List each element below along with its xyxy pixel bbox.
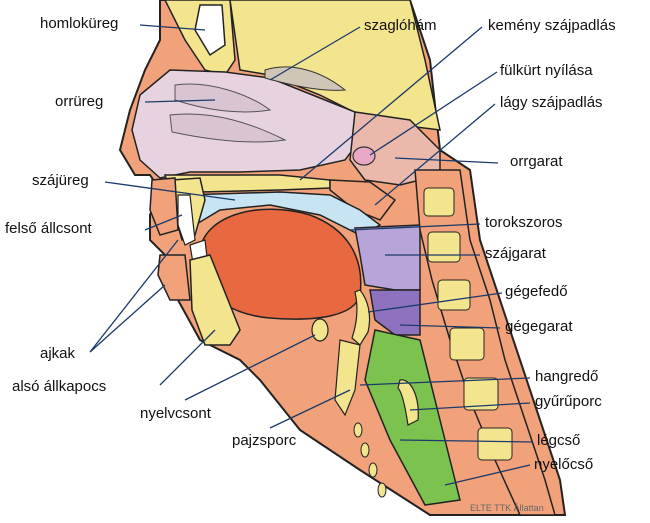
leader-line [139, 24, 206, 31]
label-nyelocso: nyelőcső [534, 456, 594, 473]
leader-line [399, 439, 534, 443]
vertebra [449, 327, 485, 361]
leader-line [299, 26, 483, 181]
leader-line [104, 181, 236, 201]
label-pajzsporc: pajzsporc [232, 432, 297, 449]
cricoid-cartilage [397, 379, 419, 426]
laryngopharynx [369, 289, 421, 336]
tracheal-ring [360, 442, 370, 458]
label-nyelvcsont: nyelvcsont [140, 405, 211, 422]
leader-line [394, 157, 499, 164]
epiglottis [351, 289, 371, 346]
leader-line [359, 377, 531, 386]
leader-line [144, 214, 183, 231]
leader-line [159, 329, 216, 386]
label-gegegarat: gégegarat [505, 318, 573, 335]
mandible [189, 254, 241, 346]
nasal-turbinate [169, 113, 287, 143]
label-szajureg: szájüreg [32, 172, 89, 189]
label-also-allkapocs: alsó állkapocs [12, 378, 107, 395]
label-fulkurt-nyilasa: fülkürt nyílása [500, 62, 593, 79]
nasal-turbinate [174, 83, 272, 113]
leader-line [89, 239, 179, 353]
thyroid-cartilage [334, 339, 361, 417]
lower-lip [157, 254, 191, 301]
label-gyuruporc: gyűrűporc [535, 393, 602, 410]
leader-line [269, 389, 351, 429]
leader-line [399, 324, 501, 329]
tracheal-ring [353, 422, 363, 438]
frontal-sinus [194, 4, 226, 57]
label-felso-allcsont: felső állcsont [5, 220, 92, 237]
label-legcso: légcső [537, 432, 581, 449]
label-szaglohram: szaglóhám [364, 17, 437, 34]
soft-palate [329, 179, 397, 221]
hyoid-bone [311, 318, 329, 342]
vertebra [463, 377, 499, 411]
vertebra [437, 279, 471, 311]
leader-line [409, 402, 531, 411]
leader-line [369, 71, 498, 156]
credit-text: ELTE TTK Állattan [470, 503, 544, 513]
label-hangredo: hangredő [535, 368, 599, 385]
oropharynx [354, 224, 421, 291]
tracheal-ring [368, 462, 378, 478]
vertebra [477, 427, 513, 461]
label-orrgarat: orrgarat [510, 153, 563, 170]
upper-lip [149, 177, 179, 236]
label-ajkak: ajkak [40, 345, 76, 362]
leader-lines [89, 24, 534, 486]
tracheal-ring [377, 482, 387, 498]
label-kemeny-szajpadlas: kemény szájpadlás [488, 17, 616, 34]
label-gegefedo: gégefedő [505, 283, 568, 300]
vertebra [427, 231, 461, 263]
label-szajgarat: szájgarat [485, 245, 546, 262]
label-lagy-szajpadlas: lágy szájpadlás [500, 94, 603, 111]
leader-line [349, 223, 481, 231]
eustachian-tube-opening [352, 146, 376, 166]
label-homlokureg: homloküreg [40, 15, 119, 32]
leader-line [184, 334, 316, 401]
leader-line [374, 103, 496, 206]
label-orrureg: orrüreg [55, 93, 104, 110]
vertebra [423, 187, 455, 217]
leader-line [144, 99, 216, 103]
label-torokszoros: torokszoros [485, 214, 563, 231]
leader-line [444, 464, 531, 486]
leader-line [89, 284, 166, 353]
leader-line [269, 26, 361, 81]
leader-line [367, 292, 503, 313]
olfactory-epithelium [264, 66, 347, 91]
